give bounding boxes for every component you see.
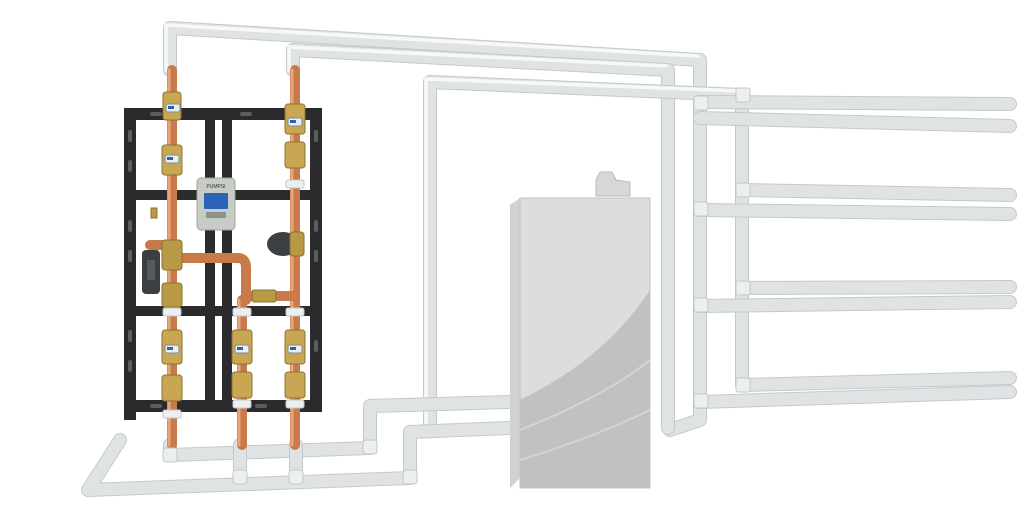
ball-valve [161, 144, 183, 176]
pipe-clamps [162, 179, 305, 419]
controller-brand-label: PUMPSI [206, 184, 225, 190]
ball-valve [284, 103, 306, 135]
ball-valve [161, 329, 183, 365]
ball-valve [284, 329, 306, 365]
expansion-device [142, 250, 160, 294]
ball-valve [162, 91, 182, 121]
controller: PUMPSI [196, 177, 236, 231]
ball-valve [231, 371, 253, 399]
ball-valve [284, 141, 306, 169]
return-fittings [162, 439, 418, 485]
ball-valve [231, 329, 253, 365]
ball-valve [161, 374, 183, 402]
ball-valves [150, 91, 306, 402]
ball-valve [284, 371, 306, 399]
boiler [510, 171, 651, 489]
circulator-pump [267, 231, 305, 257]
